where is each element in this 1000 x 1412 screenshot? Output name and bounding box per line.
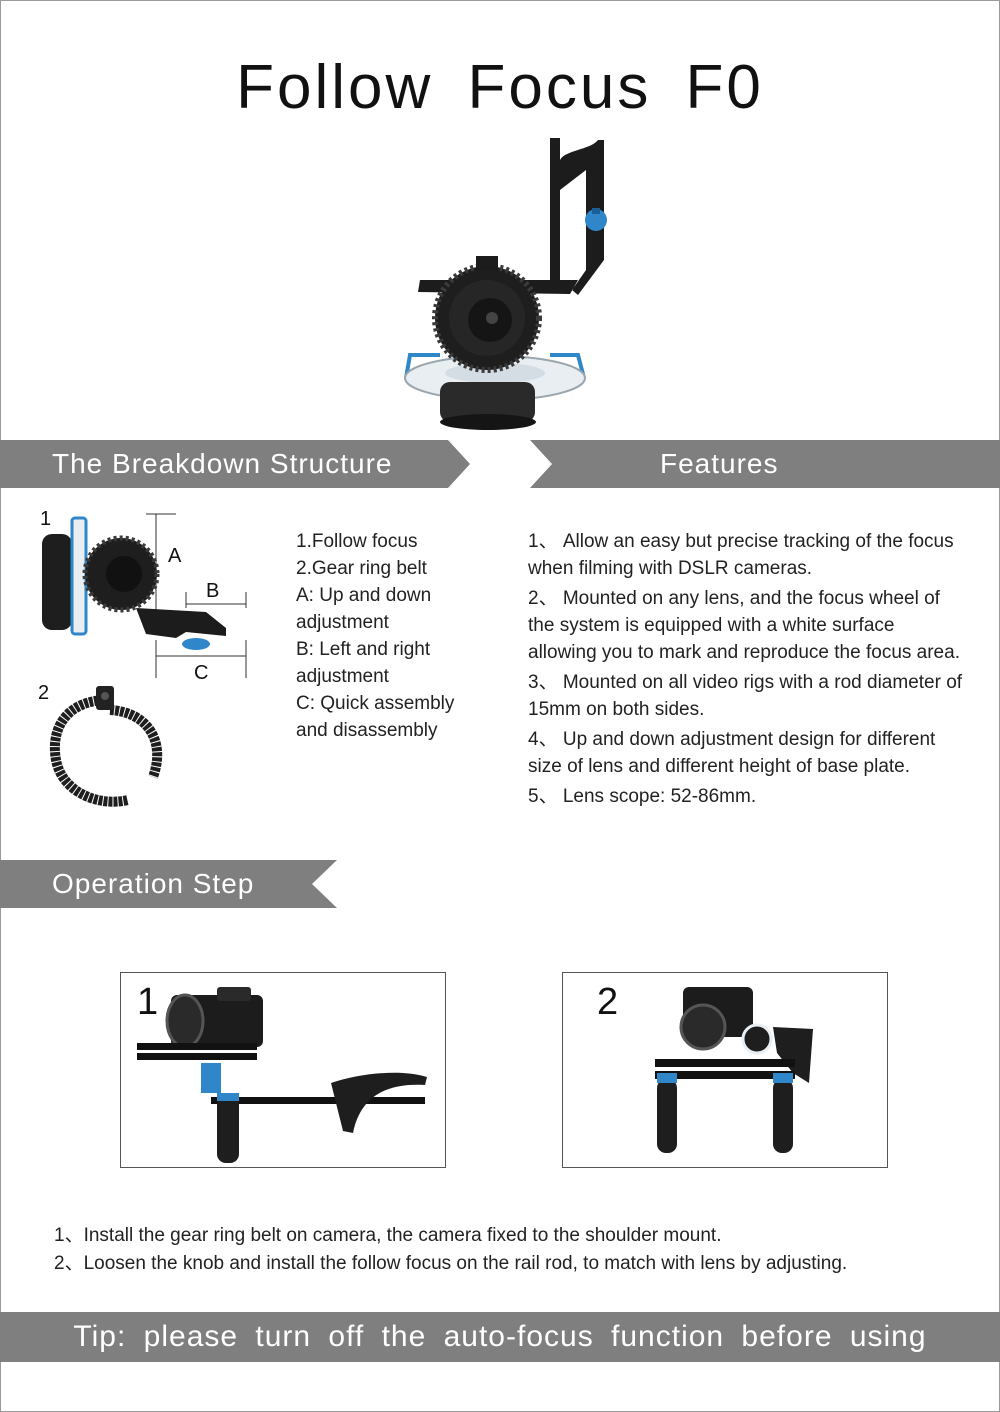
breakdown-item: C: Quick assembly [296,693,455,714]
follow-focus-product-image [404,138,607,430]
photo-number: 2 [597,981,619,1023]
operation-photo-2: 2 [562,972,888,1168]
feature-item: 2、 Mounted on any lens, and the focus wh… [528,588,960,663]
label-b: B [206,580,220,602]
operation-photo-1: 1 [120,972,446,1168]
photo-number: 1 [137,981,159,1023]
feature-item: 1、 Allow an easy but precise tracking of… [528,531,954,579]
banner-features: Features [530,440,1000,488]
label-c: C [194,662,209,684]
breakdown-item: A: Up and down [296,585,432,606]
breakdown-item: adjustment [296,612,389,633]
callout-2: 2 [38,682,50,704]
feature-item: 5、 Lens scope: 52-86mm. [528,786,757,807]
label-a: A [168,545,182,567]
feature-item: 4、 Up and down adjustment design for dif… [528,729,936,777]
breakdown-item: B: Left and right [296,639,431,660]
camera-rig-image [655,987,813,1153]
step-item: 2、Loosen the knob and install the follow… [54,1253,848,1274]
breakdown-list: 1.Follow focus 2.Gear ring belt A: Up an… [296,528,526,744]
breakdown-item: 1.Follow focus [296,531,418,552]
breakdown-item: 2.Gear ring belt [296,558,427,579]
feature-item: 3、 Mounted on all video rigs with a rod … [528,672,963,720]
operation-steps: 1、Install the gear ring belt on camera, … [54,1222,974,1278]
page-title: Follow Focus F0 [236,53,764,122]
features-list: 1、 Allow an easy but precise tracking of… [528,528,968,813]
banner-operation-step: Operation Step [0,860,337,908]
banner-breakdown-structure: The Breakdown Structure [0,440,470,488]
follow-focus-diagram [42,513,247,678]
gear-ring-belt-diagram [49,686,163,807]
shoulder-rig-image [137,987,427,1163]
step-item: 1、Install the gear ring belt on camera, … [54,1225,722,1246]
tip-banner: Tip: please turn off the auto-focus func… [0,1312,1000,1362]
breakdown-item: adjustment [296,666,389,687]
callout-1: 1 [40,508,52,530]
breakdown-item: and disassembly [296,720,438,741]
